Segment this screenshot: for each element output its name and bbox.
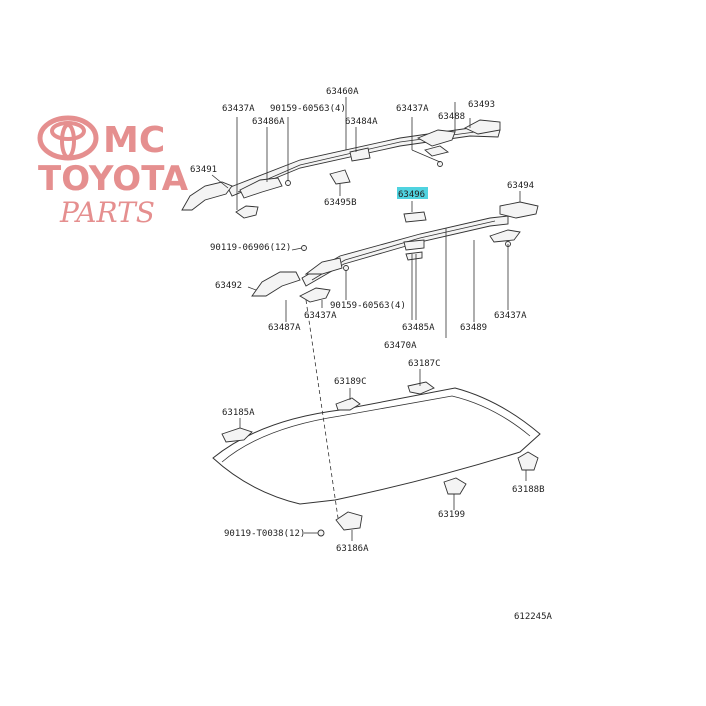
label-63484A: 63484A <box>345 117 378 127</box>
part-63492-cover <box>251 271 301 297</box>
part-63185A <box>221 427 253 443</box>
bolt-90119-06906 <box>301 245 307 251</box>
part-63491-cover <box>181 181 233 211</box>
label-63199: 63199 <box>438 510 465 520</box>
label-63495B: 63495B <box>324 198 357 208</box>
label-63437A-right: 63437A <box>494 311 527 321</box>
label-63485A: 63485A <box>402 323 435 333</box>
bolt-90159-mid <box>343 265 349 271</box>
part-63493 <box>463 119 501 135</box>
part-63488 <box>416 129 456 147</box>
label-63188B: 63188B <box>512 485 545 495</box>
bolt-63437A-top-right <box>437 161 443 167</box>
label-63486A: 63486A <box>252 117 285 127</box>
part-63186A <box>335 511 363 531</box>
part-63485A-bottom <box>405 251 423 261</box>
leader-lines <box>211 97 527 541</box>
toyota-emblem-icon <box>37 115 99 161</box>
roof-panel <box>212 381 541 537</box>
roof-outline <box>212 387 541 505</box>
label-63494: 63494 <box>507 181 534 191</box>
label-ref-code: 612245A <box>514 612 553 622</box>
lower-rail <box>301 215 509 287</box>
logo-toyota-text: TOYOTA <box>38 159 189 199</box>
bolt-90119-T0038 <box>317 529 325 537</box>
logo-parts-text: PARTS <box>59 196 155 229</box>
label-63492: 63492 <box>215 281 242 291</box>
lower-rail-assembly <box>251 201 539 303</box>
part-63187C <box>407 381 435 395</box>
label-63186A: 63186A <box>336 544 369 554</box>
upper-rail <box>227 127 501 197</box>
part-63188B <box>517 451 539 471</box>
part-63437A-top-left <box>235 205 259 219</box>
label-63496: 63496 <box>398 190 425 200</box>
label-63460A: 63460A <box>326 87 359 97</box>
part-63496 <box>403 211 427 223</box>
part-63199 <box>443 477 467 495</box>
label-63189C: 63189C <box>334 377 367 387</box>
label-63487A: 63487A <box>268 323 301 333</box>
label-90159-top: 90159-60563(4) <box>270 104 346 114</box>
label-63437A-mid: 63437A <box>304 311 337 321</box>
part-63484A <box>349 147 371 162</box>
part-labels: 63460A 63437A 90159-60563(4) 63437A 6349… <box>190 87 553 622</box>
part-63495B <box>329 169 351 185</box>
part-63485A-top <box>403 239 425 251</box>
label-63185A: 63185A <box>222 408 255 418</box>
highlight-63496 <box>397 187 428 199</box>
label-90119-06906: 90119-06906(12) <box>210 243 291 253</box>
label-63488: 63488 <box>438 112 465 122</box>
roof-inner-edge <box>221 395 531 463</box>
label-63470A: 63470A <box>384 341 417 351</box>
part-63488-clip <box>424 145 450 157</box>
part-63437A-mid <box>299 287 331 303</box>
label-90159-mid: 90159-60563(4) <box>330 301 406 311</box>
label-90119-T0038: 90119-T0038(12) <box>224 529 305 539</box>
part-63487A-cover <box>304 257 343 275</box>
part-63189C <box>335 397 361 411</box>
part-63486A-cover <box>239 177 283 199</box>
label-63493: 63493 <box>468 100 495 110</box>
upper-rail-assembly <box>181 119 501 219</box>
mc-toyota-logo: MC TOYOTA PARTS <box>37 115 189 229</box>
part-63489 <box>489 229 521 243</box>
logo-mc-text: MC <box>103 120 165 161</box>
label-63437A-top-right: 63437A <box>396 104 429 114</box>
part-63494 <box>499 201 539 219</box>
label-63489: 63489 <box>460 323 487 333</box>
bolt-90159-top <box>285 180 291 186</box>
label-63187C: 63187C <box>408 359 441 369</box>
label-63491: 63491 <box>190 165 217 175</box>
label-63437A-top-left: 63437A <box>222 104 255 114</box>
